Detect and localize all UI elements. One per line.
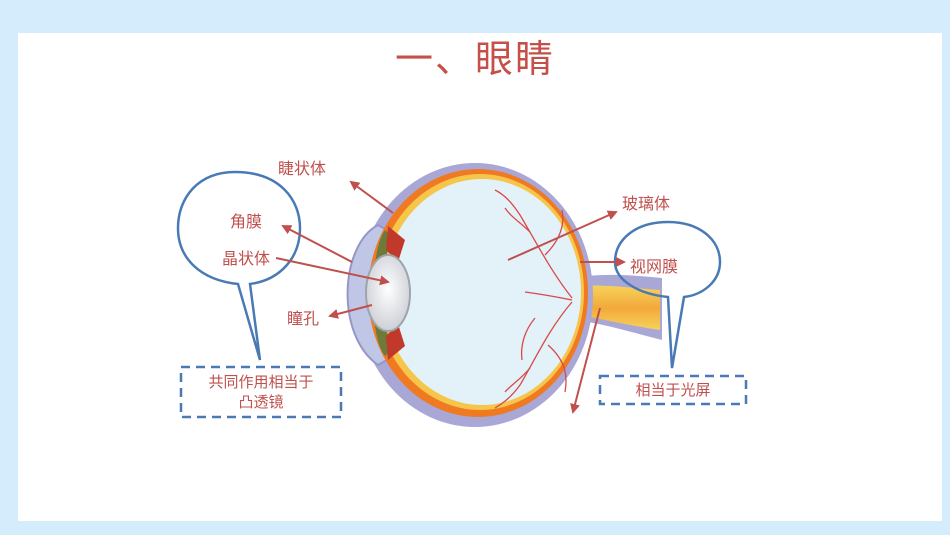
arrow-cornea [281, 225, 353, 263]
left-note-text: 共同作用相当于 凸透镜 [181, 372, 341, 412]
arrow-pupil [328, 304, 373, 319]
label-cornea: 角膜 [230, 212, 263, 231]
label-lens: 晶状体 [222, 249, 271, 268]
label-retina: 视网膜 [630, 257, 679, 276]
right-bubble [613, 220, 722, 369]
label-vitreous: 玻璃体 [622, 194, 671, 213]
arrow-lens [275, 257, 390, 286]
ciliary-muscle [386, 226, 405, 262]
arrow-vitreous [507, 210, 618, 261]
left-note-line1: 共同作用相当于 [208, 373, 314, 391]
ciliary-muscle-lower [386, 324, 405, 360]
left-bubble [176, 170, 302, 361]
right-note-text: 相当于光屏 [635, 381, 711, 399]
arrow-blind-spot [570, 307, 601, 414]
arrow-ciliary [349, 180, 394, 214]
page-title: 一、眼睛 [394, 37, 555, 81]
label-ciliary-body: 睫状体 [278, 159, 327, 178]
lens [365, 254, 411, 332]
left-note-line2: 凸透镜 [238, 393, 284, 411]
right-note-box [598, 374, 748, 406]
left-note-box [179, 365, 343, 419]
vitreous-body [383, 179, 581, 405]
blood-vessels [494, 189, 573, 409]
label-pupil: 瞳孔 [287, 309, 320, 328]
